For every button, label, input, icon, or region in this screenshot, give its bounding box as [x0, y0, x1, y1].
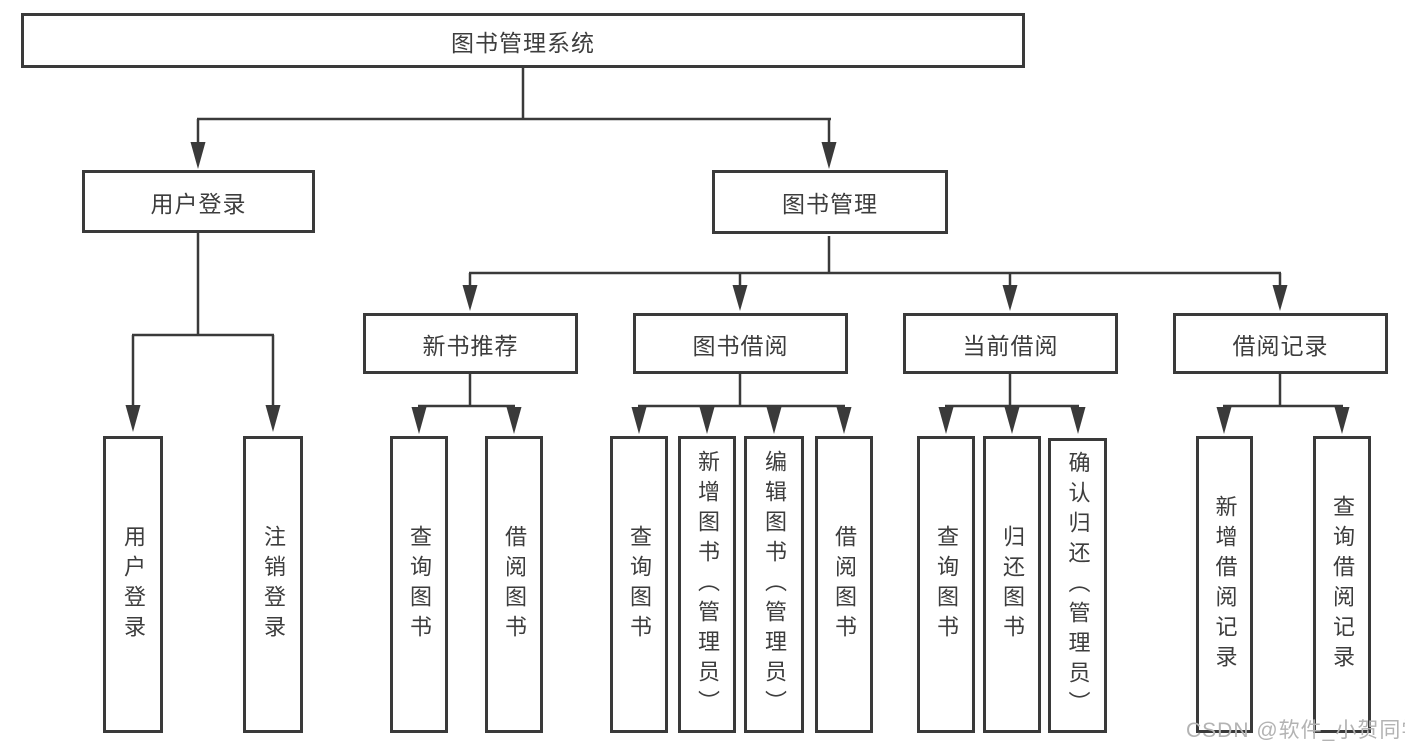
leaf-current-query-book: 查询图书: [917, 436, 975, 733]
leaf-user-login: 用户登录: [103, 436, 163, 733]
leaf-records-add-record: 新增借阅记录: [1196, 436, 1253, 733]
node-new-book-recommend: 新书推荐: [363, 313, 578, 374]
leaf-borrow-edit-book-admin: 编辑图书（管理员）: [744, 436, 804, 733]
leaf-current-return-book: 归还图书: [983, 436, 1041, 733]
leaf-borrow-add-book-admin: 新增图书（管理员）: [678, 436, 736, 733]
leaf-logout-login: 注销登录: [243, 436, 303, 733]
leaf-borrow-query-book: 查询图书: [610, 436, 668, 733]
csdn-watermark: CSDN @软件_小贺同学: [1186, 719, 1405, 742]
node-root: 图书管理系统: [21, 13, 1025, 68]
node-current-borrow: 当前借阅: [903, 313, 1118, 374]
node-user-login: 用户登录: [82, 170, 315, 233]
node-borrow-records: 借阅记录: [1173, 313, 1388, 374]
leaf-newbook-query-book: 查询图书: [390, 436, 448, 733]
leaf-current-confirm-return-admin: 确认归还（管理员）: [1048, 438, 1107, 733]
leaf-newbook-borrow-book: 借阅图书: [485, 436, 543, 733]
node-book-management: 图书管理: [712, 170, 948, 234]
leaf-records-query-record: 查询借阅记录: [1313, 436, 1371, 733]
leaf-borrow-borrow-book: 借阅图书: [815, 436, 873, 733]
node-book-borrow: 图书借阅: [633, 313, 848, 374]
